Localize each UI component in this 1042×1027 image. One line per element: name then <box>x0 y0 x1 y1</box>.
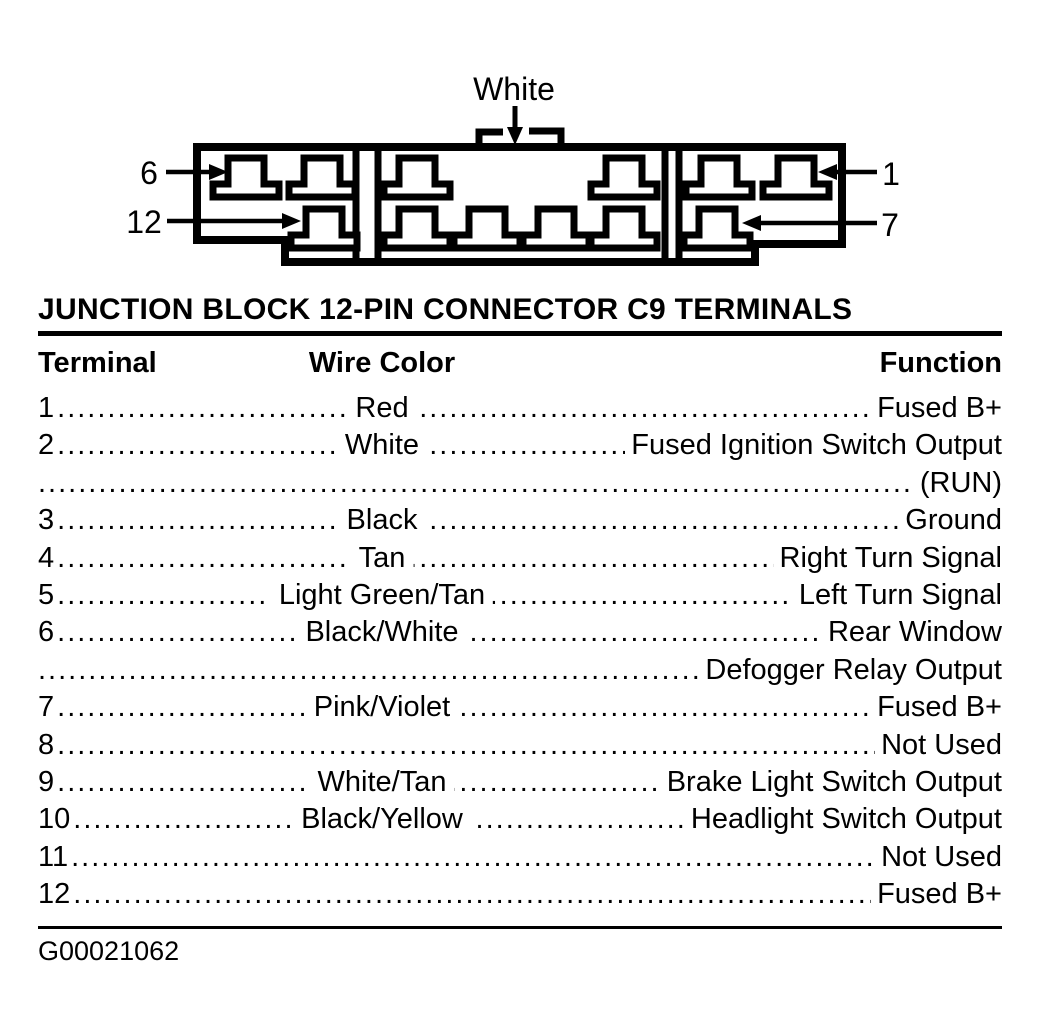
pin-terminal-2 <box>682 154 756 201</box>
keyway-bracket-right <box>529 127 565 149</box>
callout-arrowhead-terminal-6 <box>209 164 228 180</box>
connector-diagram: White 6 12 1 7 <box>126 71 900 266</box>
dot-leader <box>57 727 875 764</box>
function-text: Left Turn Signal <box>798 579 1002 612</box>
terminal-number: 7 <box>38 691 55 724</box>
wire-color-text: Black <box>338 502 426 540</box>
wire-color-text: Pink/Violet <box>305 689 459 727</box>
wire-color-text: White <box>336 427 428 465</box>
table-row: 4 Right Turn Signal Tan <box>38 539 1002 578</box>
wire-callout-arrowhead <box>507 127 523 145</box>
table-row: 1 Fused B+ Red <box>38 390 1002 428</box>
pin-terminal-1 <box>759 154 833 201</box>
terminal-table: 1 Fused B+ Red 2 Fused Ignition Switch O… <box>38 390 1002 914</box>
header-terminal: Terminal <box>38 347 157 379</box>
function-text: Brake Light Switch Output <box>666 766 1002 799</box>
dot-leader <box>57 502 899 539</box>
pin-terminal-11 <box>380 205 454 252</box>
table-row: 10 Headlight Switch Output Black/Yellow <box>38 801 1002 839</box>
wire-color-text: White/Tan <box>309 764 455 802</box>
function-text: Rear Window <box>827 616 1002 649</box>
pin-terminal-3 <box>587 154 661 201</box>
table-row: 6 Rear Window Black/White <box>38 614 1002 652</box>
terminal-number: 11 <box>38 840 69 873</box>
dot-leader <box>71 839 875 876</box>
figure-code: G00021062 <box>38 935 180 966</box>
pin-terminal-7 <box>680 205 754 252</box>
wire-color-text: Black/White <box>297 614 467 652</box>
dot-leader <box>57 390 871 427</box>
footer-rule <box>38 925 1002 929</box>
terminal-number: 9 <box>38 766 55 799</box>
title-rule <box>38 331 1002 336</box>
function-text: Defogger Relay Output <box>705 653 1002 686</box>
wire-color-text: Red <box>347 390 417 428</box>
terminal-number: 12 <box>38 878 71 911</box>
table-row: 8 Not Used <box>38 727 1002 764</box>
page-title: JUNCTION BLOCK 12-PIN CONNECTOR C9 TERMI… <box>38 293 853 326</box>
callout-arrowhead-terminal-7 <box>742 215 761 231</box>
dot-leader <box>57 540 773 577</box>
pin-terminal-4 <box>380 154 454 201</box>
terminal-number: 4 <box>38 541 55 574</box>
table-row: 12 Fused B+ <box>38 876 1002 913</box>
wire-color-text: Light Green/Tan <box>270 577 494 615</box>
page-content: JUNCTION BLOCK 12-PIN CONNECTOR C9 TERMI… <box>0 293 1042 967</box>
callout-label-terminal-6: 6 <box>140 155 158 191</box>
table-row-continuation: Defogger Relay Output <box>38 652 1002 689</box>
terminal-number: 5 <box>38 579 55 612</box>
terminal-number: 8 <box>38 728 55 761</box>
table-row-continuation: (RUN) <box>38 465 1002 502</box>
table-row: 5 Left Turn Signal Light Green/Tan <box>38 577 1002 615</box>
function-text: Not Used <box>881 728 1002 761</box>
function-text: Not Used <box>881 840 1002 873</box>
wire-color-text: Black/Yellow <box>293 801 471 839</box>
pin-terminal-12 <box>287 205 361 252</box>
header-wire-color: Wire Color <box>308 347 456 379</box>
callout-label-terminal-12: 12 <box>126 204 162 240</box>
header-function: Function <box>879 347 1002 379</box>
callout-arrowhead-terminal-12 <box>282 213 301 229</box>
table-row: 3 Ground Black <box>38 502 1002 540</box>
terminal-number: 6 <box>38 616 55 649</box>
callout-label-terminal-7: 7 <box>881 207 899 243</box>
dot-leader <box>73 876 871 913</box>
callout-label-terminal-1: 1 <box>882 156 900 192</box>
function-text: Fused B+ <box>877 691 1002 724</box>
table-row: 11 Not Used <box>38 839 1002 876</box>
wire-color-callout-label: White <box>473 71 555 107</box>
pin-terminal-6 <box>209 154 283 201</box>
table-row: 7 Fused B+ Pink/Violet <box>38 689 1002 727</box>
terminal-number: 1 <box>38 392 55 424</box>
function-text: (RUN) <box>919 466 1002 499</box>
wire-color-text: Tan <box>350 539 414 578</box>
function-text: Fused B+ <box>877 392 1002 424</box>
dot-leader <box>57 689 871 726</box>
pin-terminal-5 <box>285 154 359 201</box>
callout-arrowhead-terminal-1 <box>818 164 837 180</box>
dot-leader <box>38 465 914 502</box>
table-header: Terminal Wire Color Function <box>38 347 1002 379</box>
function-text: Headlight Switch Output <box>690 803 1002 836</box>
function-text: Fused Ignition Switch Output <box>631 429 1002 462</box>
function-text: Ground <box>905 504 1002 537</box>
dot-leader <box>38 652 699 689</box>
pin-terminal-8 <box>587 205 661 252</box>
table-row: 9 Brake Light Switch Output White/Tan <box>38 764 1002 802</box>
keyway-bracket-left <box>475 128 503 149</box>
terminal-number: 10 <box>38 803 71 836</box>
terminal-number: 3 <box>38 504 55 537</box>
terminal-number: 2 <box>38 429 55 462</box>
function-text: Right Turn Signal <box>779 541 1002 574</box>
function-text: Fused B+ <box>877 878 1002 911</box>
table-row: 2 Fused Ignition Switch Output White <box>38 427 1002 465</box>
